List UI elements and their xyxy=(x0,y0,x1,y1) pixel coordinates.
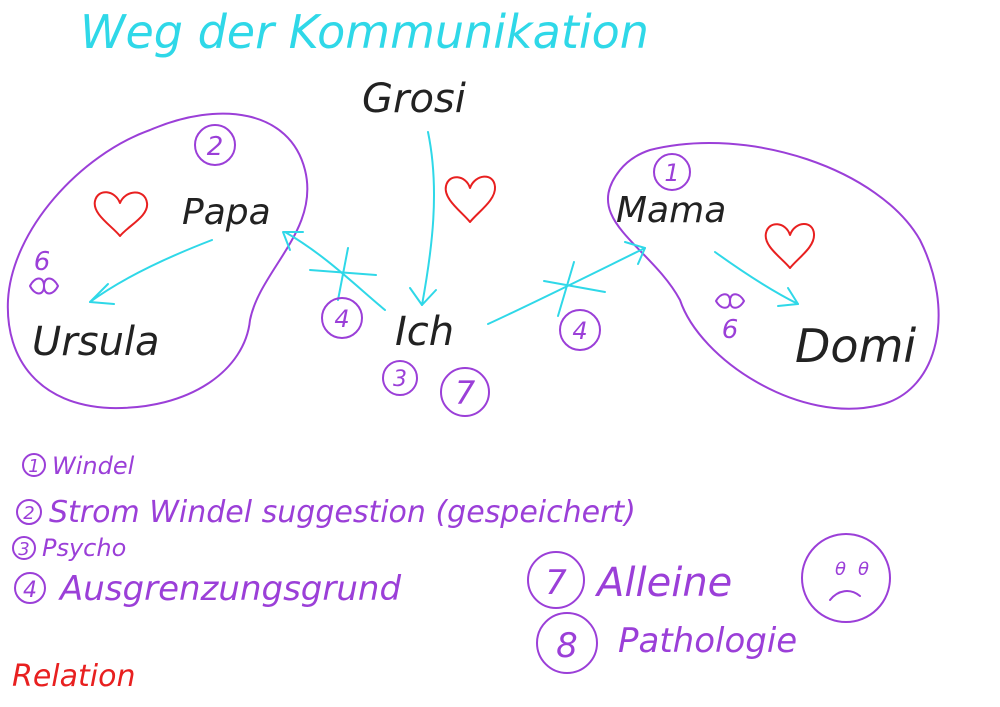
svg-text:3: 3 xyxy=(393,367,407,392)
node-grosi: Grosi xyxy=(362,76,466,122)
link-grosi-ich xyxy=(409,131,437,306)
heart-icon xyxy=(93,191,149,237)
svg-text:7: 7 xyxy=(545,563,567,603)
node-ursula: Ursula xyxy=(32,319,160,365)
svg-text:4: 4 xyxy=(334,305,349,333)
svg-text:8: 8 xyxy=(556,626,578,666)
svg-text:Strom Windel suggestion (gespe: Strom Windel suggestion (gespeichert) xyxy=(49,495,636,530)
link-ich-papa xyxy=(282,231,386,311)
heart-icon xyxy=(764,223,816,269)
ich-badge-b: 7 xyxy=(440,367,490,417)
papa-group-6-infinity-mark: 6 xyxy=(29,247,59,295)
svg-text:Alleine: Alleine xyxy=(594,560,732,606)
svg-text:7: 7 xyxy=(455,374,476,412)
svg-text:2: 2 xyxy=(23,503,34,524)
heart-icon xyxy=(444,175,497,223)
node-ich: Ich xyxy=(395,309,454,355)
node-domi: Domi xyxy=(795,319,916,373)
svg-text:Psycho: Psycho xyxy=(42,534,126,562)
ich-papa-link-badge: 4 xyxy=(321,297,363,339)
svg-text:2: 2 xyxy=(207,132,224,162)
papa-group-badge: 2 xyxy=(194,124,236,166)
legend-item-7: 7 Alleine xyxy=(527,551,732,609)
sad-face-icon: θ θ xyxy=(801,533,891,623)
mama-group-outline xyxy=(607,142,940,410)
svg-text:6: 6 xyxy=(34,247,51,277)
svg-text:Pathologie: Pathologie xyxy=(618,621,797,661)
papa-group-outline xyxy=(6,112,309,410)
legend-item-3: 3 Psycho xyxy=(12,534,126,562)
svg-text:Ausgrenzungsgrund: Ausgrenzungsgrund xyxy=(58,569,401,609)
svg-text:4: 4 xyxy=(572,317,587,345)
mama-group-badge: 1 xyxy=(653,153,691,191)
link-ich-mama xyxy=(487,241,646,325)
ich-badge-a: 3 xyxy=(382,360,418,396)
svg-text:θ: θ xyxy=(858,559,869,580)
legend-item-4: 4 Ausgrenzungsgrund xyxy=(14,569,401,609)
node-mama: Mama xyxy=(616,190,726,231)
svg-text:3: 3 xyxy=(18,539,29,560)
link-mama-domi xyxy=(714,251,799,307)
relation-label: Relation xyxy=(12,659,136,694)
legend-item-8: 8 Pathologie xyxy=(536,612,797,674)
svg-text:1: 1 xyxy=(28,456,39,477)
svg-text:6: 6 xyxy=(722,315,739,345)
svg-text:Windel: Windel xyxy=(52,452,135,480)
ich-mama-link-badge: 4 xyxy=(559,309,601,351)
node-papa: Papa xyxy=(182,192,271,233)
svg-text:4: 4 xyxy=(23,578,37,603)
legend-item-2: 2 Strom Windel suggestion (gespeichert) xyxy=(16,495,636,530)
mama-group-6-infinity-mark: 6 xyxy=(715,293,745,345)
link-papa-ursula xyxy=(89,239,213,305)
diagram-title: Weg der Kommunikation xyxy=(80,5,649,59)
svg-text:1: 1 xyxy=(664,159,679,187)
svg-text:θ: θ xyxy=(835,559,846,580)
legend-item-1: 1 Windel xyxy=(22,452,135,480)
